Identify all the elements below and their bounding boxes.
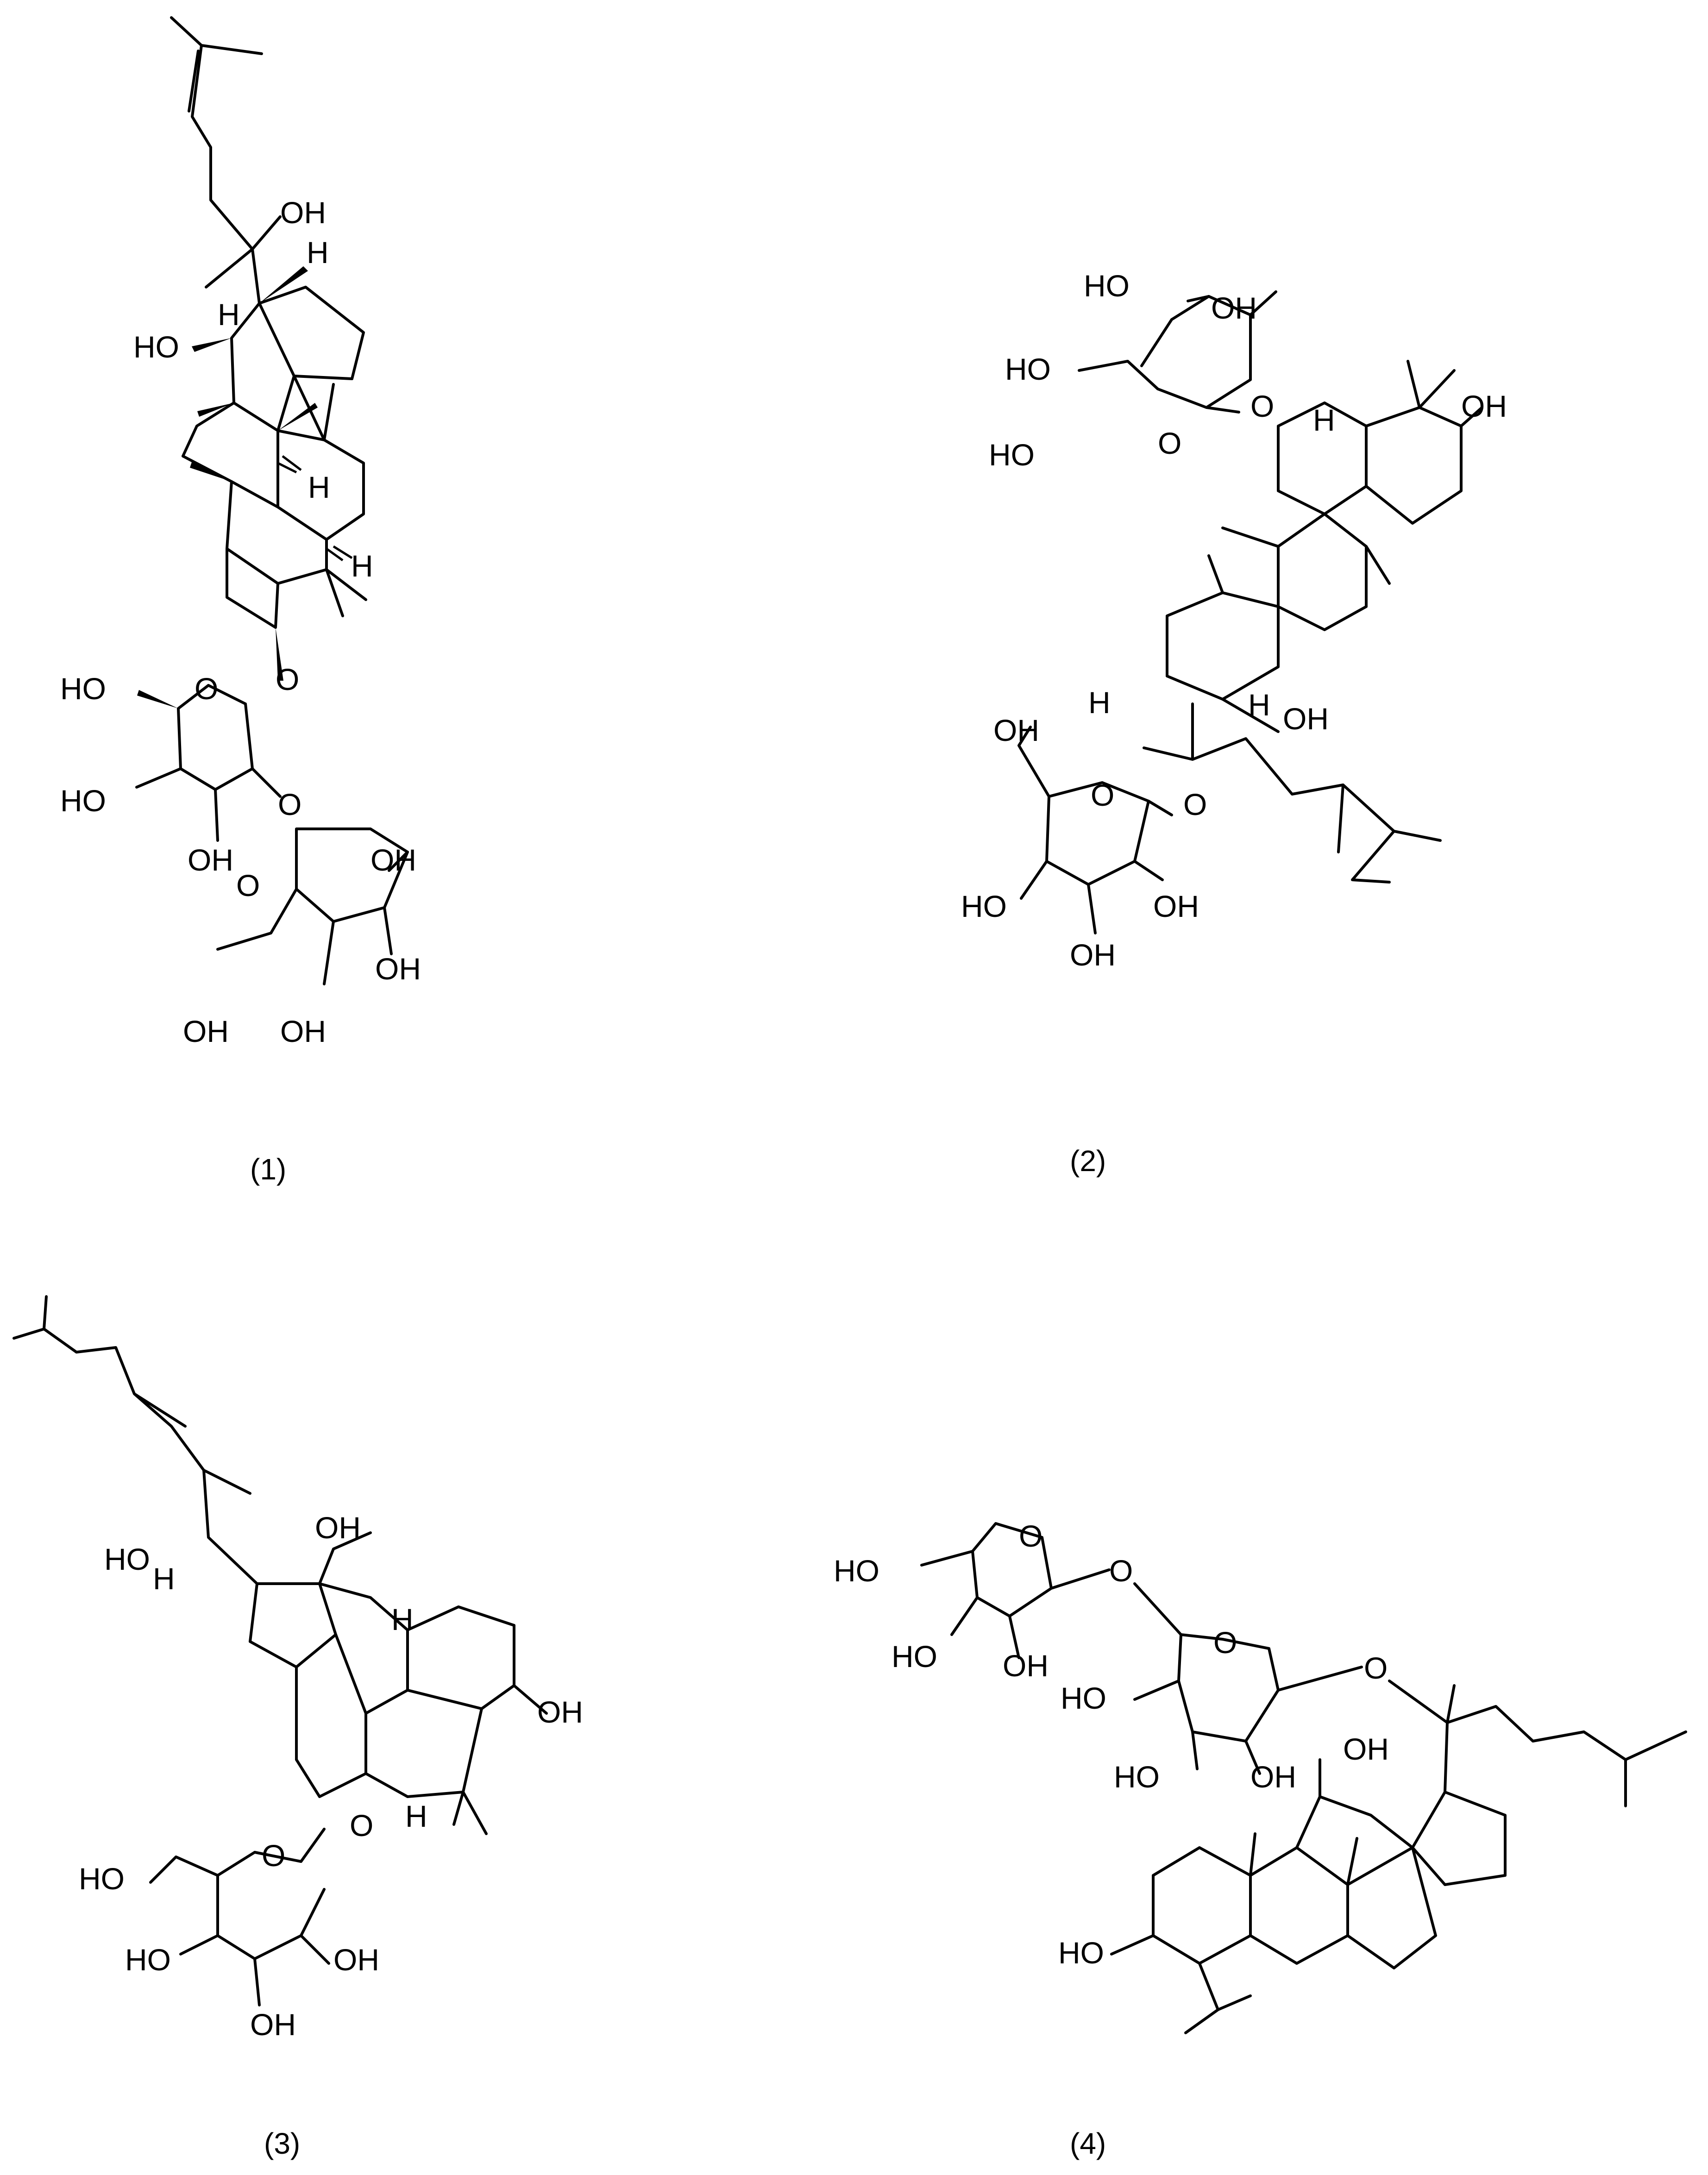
- c3-oh-c: OH: [333, 1943, 379, 1977]
- compound-4-structure: O HO HO OH O O HO HO OH O OH HO: [834, 1519, 1687, 2034]
- c1-ho-1a: HO: [60, 671, 106, 706]
- c1-oh-2c: OH: [280, 1014, 326, 1048]
- c1-o-link: O: [278, 787, 301, 821]
- c2-h-17: H: [1088, 685, 1111, 720]
- c1-oh-2a: OH: [370, 843, 416, 877]
- c4-o-glyc: O: [1364, 1651, 1388, 1685]
- c1-ho-12: HO: [133, 330, 179, 364]
- c1-oh-2d: OH: [183, 1014, 229, 1048]
- c3-h-17: H: [153, 1561, 175, 1596]
- c4-oh-f: OH: [1250, 1760, 1296, 1794]
- c3-oh-3: OH: [537, 1695, 583, 1729]
- c1-oh-2b: OH: [375, 952, 421, 986]
- c2-oh-h: OH: [1070, 938, 1116, 972]
- c4-o-ring-b: O: [1213, 1625, 1237, 1660]
- c2-ho-a: HO: [1084, 269, 1130, 303]
- c3-ho-20: HO: [104, 1542, 150, 1576]
- c2-oh-6: OH: [1283, 702, 1329, 736]
- c3-o-6: O: [350, 1808, 373, 1843]
- c2-o-link: O: [1250, 389, 1274, 423]
- c3-ho-b: HO: [125, 1943, 171, 1977]
- c1-o-3: O: [276, 662, 299, 696]
- c4-o-link: O: [1109, 1554, 1133, 1588]
- c2-oh-b: OH: [1211, 291, 1257, 325]
- c1-oh-1c: OH: [188, 843, 233, 877]
- c1-oh-20: OH: [280, 195, 326, 230]
- c1-h-5: H: [351, 549, 373, 583]
- compound-1-structure: OH H H HO H H O O HO HO OH O O OH OH OH …: [60, 16, 421, 1048]
- c1-h-13: H: [218, 297, 240, 332]
- compound-label-4: (4): [1070, 2127, 1106, 2160]
- c2-o-ring: O: [1158, 426, 1181, 460]
- c4-ho-3: HO: [1058, 1936, 1104, 1970]
- c2-h-14: H: [1248, 688, 1270, 722]
- c1-o-ring1: O: [195, 671, 218, 706]
- compound-label-1: (1): [250, 1153, 287, 1186]
- c2-oh-g: OH: [1153, 889, 1199, 923]
- compound-2-structure: HO OH HO HO O O OH H H H OH O OH O HO OH…: [961, 269, 1507, 972]
- c1-h-9: H: [308, 470, 330, 504]
- c1-o-ring2: O: [236, 868, 260, 903]
- c2-o-ring2: O: [1091, 778, 1114, 812]
- c2-oh-e: OH: [993, 713, 1039, 747]
- c4-ho-e: HO: [1114, 1760, 1160, 1794]
- compound-3-structure: HO H OH H OH H O O HO HO OH OH: [13, 1295, 583, 2042]
- c2-ho-f: HO: [961, 889, 1007, 923]
- c4-ho-d: HO: [1061, 1681, 1106, 1715]
- c4-oh-c: OH: [1003, 1648, 1049, 1683]
- c3-h-5: H: [405, 1799, 427, 1833]
- c4-ho-b: HO: [892, 1639, 937, 1674]
- c3-h-9: H: [391, 1602, 414, 1636]
- c2-ho-d: HO: [989, 438, 1035, 472]
- c3-oh-d: OH: [250, 2007, 296, 2042]
- c2-ho-c: HO: [1005, 352, 1051, 386]
- compound-label-2: (2): [1070, 1144, 1106, 1178]
- c3-ho-a: HO: [79, 1862, 125, 1896]
- c2-h-5: H: [1313, 403, 1335, 437]
- c3-o-ring: O: [262, 1838, 285, 1873]
- c2-o-glyc: O: [1183, 787, 1207, 821]
- c4-ho-a: HO: [834, 1554, 879, 1588]
- c4-o-ring-a: O: [1019, 1519, 1042, 1553]
- compound-label-3: (3): [264, 2127, 301, 2160]
- c4-oh-12: OH: [1343, 1732, 1389, 1766]
- c1-h-17: H: [307, 235, 329, 270]
- c1-ho-1b: HO: [60, 784, 106, 818]
- c2-oh-3: OH: [1461, 389, 1507, 423]
